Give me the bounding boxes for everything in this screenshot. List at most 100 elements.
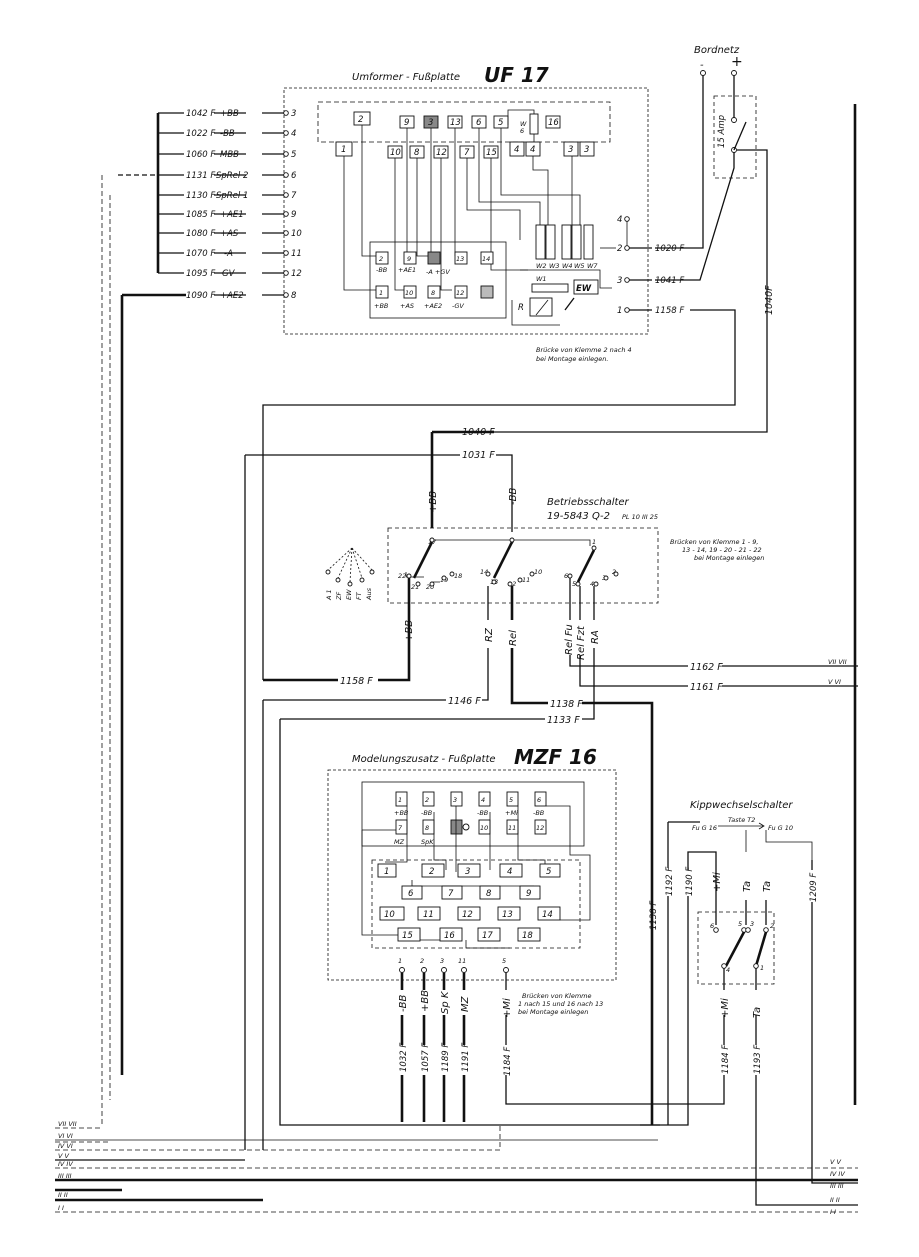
kipp-wire-1193: 1193 F [753, 1045, 763, 1074]
wire-1031 [244, 454, 513, 1150]
svg-text:1: 1 [398, 796, 402, 804]
kipp-out-mi: +Mi [720, 998, 731, 1018]
svg-text:3: 3 [428, 118, 433, 128]
wire-1161-out [579, 586, 688, 687]
bordnetz-title: Bordnetz [694, 45, 740, 56]
svg-text:2: 2 [379, 255, 383, 263]
betriebsschalter: Betriebsschalter 19-5843 Q-2 PL 10 III 2… [244, 427, 858, 1150]
wire-1040 [430, 430, 494, 528]
svg-text:1057 F: 1057 F [421, 1043, 431, 1072]
svg-text:6: 6 [408, 889, 414, 899]
kipp-title: Kippwechselschalter [690, 800, 793, 811]
mzf16-term: 5+Mi [505, 791, 519, 817]
svg-text:7: 7 [398, 824, 403, 832]
signal-plus-bb: +BB [428, 491, 439, 513]
mzf16-row3: 1 2 3 4 5 [377, 863, 561, 878]
svg-text:12: 12 [436, 148, 447, 158]
wire-1133-out [582, 586, 595, 720]
svg-text:4: 4 [507, 867, 512, 877]
inner-top-3: 13 [454, 251, 468, 265]
svg-text:-GV: -GV [452, 302, 464, 310]
svg-text:16: 16 [444, 931, 455, 941]
switch-lever-1 [412, 541, 434, 579]
terminal-number: 11 [291, 249, 302, 259]
kipp-signal-mi: +Mi [712, 872, 723, 892]
wire-code: 1060 F [186, 150, 215, 160]
svg-text:11: 11 [458, 957, 466, 965]
inner-top-0: 2-BB [375, 251, 389, 274]
svg-text:12: 12 [536, 824, 544, 832]
wire-signal: +BB [220, 109, 239, 119]
wire-1158 [262, 309, 736, 680]
inner-bot-0: 1+BB [374, 285, 389, 310]
uf17-box: 3 [579, 141, 595, 157]
wire-1090 [120, 293, 186, 1075]
wire-label-1031: 1031 F [462, 450, 495, 461]
svg-text:10: 10 [384, 910, 395, 920]
mzf16-term: 12 [534, 819, 547, 835]
mzf16-box: 1 [377, 863, 397, 878]
svg-text:-BB: -BB [533, 809, 545, 817]
svg-text:14: 14 [482, 255, 490, 263]
svg-text:7: 7 [464, 148, 470, 158]
svg-text:9: 9 [404, 118, 409, 128]
resistor-label: W3 [549, 262, 560, 270]
svg-text:4: 4 [530, 145, 535, 155]
wire-code: 1095 F [186, 269, 215, 279]
uf17-resistors: W2 W3 W4 W5 W7 W1 EW R [518, 224, 599, 317]
svg-text:8: 8 [425, 824, 429, 832]
wire-label-1146: 1146 F [448, 696, 481, 707]
bus-lines: VII VII VI VI IV VI V V IV IV III III II… [55, 1120, 858, 1216]
bus-mark: VII VII [828, 658, 847, 666]
fuse-rating: 15 Amp [717, 115, 727, 148]
svg-text:5: 5 [498, 118, 503, 128]
svg-text:1041 F: 1041 F [655, 276, 684, 286]
kipp-outline [697, 911, 775, 985]
wire-1138-out [510, 586, 548, 705]
uf17-box: 7 [459, 145, 475, 159]
svg-text:2: 2 [770, 922, 774, 930]
resistor-label: W2 [536, 262, 547, 270]
kipp-lever-2 [754, 931, 768, 967]
svg-text:2: 2 [420, 957, 424, 965]
betrieb-outline [387, 527, 659, 604]
wire-code: 1085 F [186, 210, 215, 220]
position-label: A 1 [325, 589, 333, 601]
mzf16-box: 9 [519, 885, 541, 900]
signal-ra: RA [590, 630, 601, 644]
svg-text:4: 4 [726, 966, 730, 974]
mzf16-row1: 1+BB 2-BB 3 4-BB 5+Mi 6-BB [394, 791, 547, 817]
mzf16-row5: 10 11 12 13 14 [379, 906, 561, 921]
uf17-inner-terminals: 2-BB 9+AE1 -A +GV 13 14 1+BB 10+AS 8+AE2… [374, 251, 494, 310]
terminal-number: 10 [291, 229, 302, 239]
mzf16-baseplate: Modelungszusatz - Fußplatte MZF 16 1+BB … [327, 745, 725, 1122]
betrieb-contacts: 17 9 1 22 21 20 19 18 14 13 12 11 10 6 5… [398, 537, 619, 591]
mzf16-term: 4-BB [477, 791, 491, 817]
mzf16-term: 1+BB [394, 791, 409, 817]
wire-code: 1080 F [186, 229, 215, 239]
svg-text:-A +GV: -A +GV [426, 268, 450, 276]
bus-label-left: VII VII [58, 1120, 77, 1128]
svg-text:17: 17 [482, 931, 493, 941]
uf17-box: 3 [563, 141, 579, 157]
wire-label-1040-vertical: 1040F [764, 285, 775, 315]
mzf16-box: 18 [517, 927, 541, 942]
svg-text:+Mi: +Mi [502, 998, 513, 1018]
wire-signal: -A [224, 249, 233, 259]
svg-text:+BB: +BB [374, 302, 389, 310]
uf17-internal-wiring [343, 109, 616, 326]
wire-label-1190: 1190 F [685, 867, 695, 896]
svg-text:-BB: -BB [477, 809, 489, 817]
svg-text:14: 14 [480, 568, 488, 576]
wire-1146-out [482, 586, 489, 701]
uf17-box: 1 [335, 141, 353, 157]
svg-text:12: 12 [456, 289, 464, 297]
terminal [283, 230, 289, 236]
